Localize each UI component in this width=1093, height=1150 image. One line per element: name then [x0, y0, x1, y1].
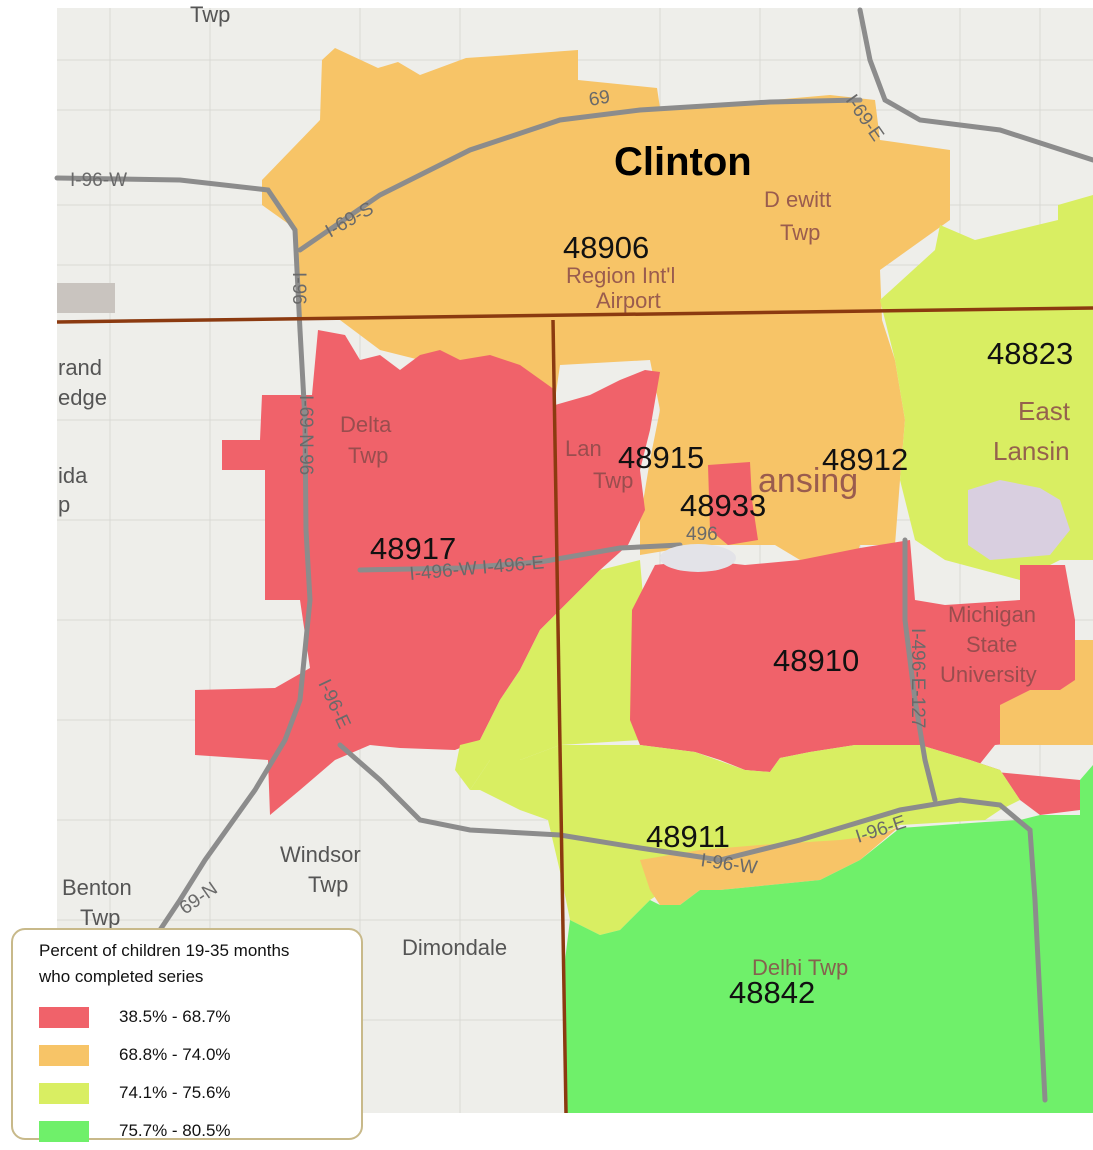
label-i96w: I-96-W — [70, 170, 127, 191]
label-i69n96: I-69-N-96 — [295, 395, 316, 475]
county-label: Clinton — [614, 140, 752, 184]
zip-label-48933: 48933 — [680, 488, 766, 523]
highway-i69-south — [297, 97, 863, 253]
label-msu-2: State — [966, 632, 1017, 657]
zip-area-orange-east — [1000, 640, 1093, 745]
legend-swatch — [39, 1044, 89, 1066]
zip-area-yellow-southwest — [455, 560, 645, 790]
label-airport-2: Airport — [596, 288, 661, 313]
label-windsor-2: Twp — [308, 872, 348, 897]
zip-area-48906 — [262, 48, 950, 320]
legend-item: 74.1% - 75.6% — [39, 1074, 347, 1112]
legend-item: 75.7% - 80.5% — [39, 1112, 347, 1150]
zip-label-48842: 48842 — [729, 975, 815, 1010]
label-twp-top: Twp — [190, 2, 230, 27]
label-delta-1: Delta — [340, 412, 392, 437]
zip-area-orange-south — [640, 826, 900, 905]
label-east-lansing-1: East — [1018, 396, 1071, 426]
map-legend: Percent of children 19-35 months who com… — [11, 928, 363, 1142]
label-benton-2: Twp — [80, 905, 120, 930]
zip-area-48917 — [195, 330, 660, 815]
legend-label: 74.1% - 75.6% — [119, 1083, 231, 1102]
label-hwy69: 69 — [587, 87, 611, 111]
label-grand-ledge-2: edge — [58, 385, 107, 410]
highway-127 — [902, 537, 938, 803]
campus-patch — [968, 480, 1070, 560]
label-lansing: ansing — [758, 462, 858, 500]
label-msu-3: University — [940, 662, 1037, 687]
legend-label: 68.8% - 74.0% — [119, 1045, 231, 1064]
label-r496: 496 — [686, 524, 718, 545]
label-lansing-twp-1: Lan — [565, 436, 602, 461]
label-dewitt-2: Twp — [780, 220, 820, 245]
legend-title-line-2: who completed series — [39, 967, 204, 986]
legend-label: 75.7% - 80.5% — [119, 1121, 231, 1140]
highway-i96-east-curve — [337, 742, 1048, 1103]
label-i96: I-96 — [288, 272, 309, 305]
legend-item: 38.5% - 68.7% — [39, 998, 347, 1036]
label-oneida-2: p — [58, 492, 70, 517]
highway-i69-east — [857, 7, 1093, 163]
label-delta-2: Twp — [348, 443, 388, 468]
zip-label-48911: 48911 — [646, 819, 730, 854]
legend-swatch — [39, 1006, 89, 1028]
legend-swatch — [39, 1120, 89, 1142]
zip-area-48911 — [470, 745, 1020, 935]
label-airport-1: Region Int'l — [566, 263, 675, 288]
label-dimondale: Dimondale — [402, 935, 507, 960]
zip-area-48910 — [630, 540, 1080, 815]
label-dewitt-1: D ewitt — [764, 187, 831, 212]
lake-patch — [660, 544, 736, 572]
zip-label-48823: 48823 — [987, 336, 1073, 371]
zip-label-48906: 48906 — [563, 230, 649, 265]
label-east-lansing-2: Lansin — [993, 436, 1070, 466]
highway-i96-south — [157, 327, 313, 933]
legend-label: 38.5% - 68.7% — [119, 1007, 231, 1026]
label-delhi: Delhi Twp — [752, 955, 848, 980]
zip-label-48915: 48915 — [618, 440, 704, 475]
zip-area-48933 — [708, 462, 758, 545]
zip-label-48910: 48910 — [773, 643, 859, 678]
highways — [54, 7, 1093, 1103]
highway-i96-west — [54, 175, 303, 333]
legend-title-line-1: Percent of children 19-35 months — [39, 941, 290, 960]
urban-patch — [57, 283, 115, 313]
label-lansing-twp-2: Twp — [593, 468, 633, 493]
label-windsor-1: Windsor — [280, 842, 361, 867]
label-msu-1: Michigan — [948, 602, 1036, 627]
county-borders — [56, 306, 1093, 1114]
county-line-horizontal — [56, 306, 1093, 324]
legend-item: 68.8% - 74.0% — [39, 1036, 347, 1074]
legend-swatch — [39, 1082, 89, 1104]
label-benton-1: Benton — [62, 875, 132, 900]
zip-area-48842 — [565, 765, 1093, 1113]
zip-label-48917: 48917 — [370, 531, 456, 566]
zip-label-48912: 48912 — [822, 442, 908, 477]
highway-i496 — [357, 542, 683, 573]
label-i496e127: I-496-E-127 — [907, 628, 928, 728]
zip-area-orange-central — [340, 320, 905, 560]
label-oneida-1: ida — [58, 463, 88, 488]
legend-title: Percent of children 19-35 months who com… — [39, 938, 347, 990]
zip-area-48823 — [880, 195, 1093, 580]
county-line-vertical — [551, 319, 568, 1114]
label-grand-ledge-1: rand — [58, 355, 102, 380]
